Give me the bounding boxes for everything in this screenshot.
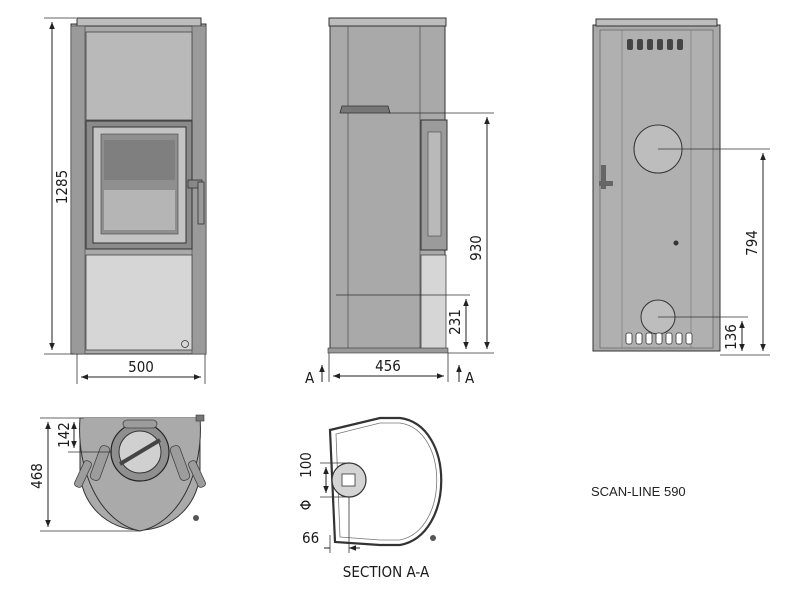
dim-side-lower-height: 231: [446, 309, 464, 335]
section-marker-left: A: [305, 369, 315, 387]
dim-side-door-height: 930: [467, 235, 485, 261]
dim-front-height: 1285: [53, 170, 71, 204]
diameter-symbol: Φ: [297, 500, 315, 511]
section-view: 100 Φ 66 SECTION A-A: [297, 416, 443, 581]
front-top-cap: [76, 17, 202, 27]
back-top-vents: [627, 39, 683, 50]
back-bottom-vents: [625, 332, 693, 345]
dim-section-diameter: 100: [297, 452, 315, 478]
back-view: 794 136: [592, 18, 770, 356]
dim-top-depth: 468: [28, 463, 46, 489]
front-lower-panel: [85, 254, 193, 351]
side-view: 930 231 456 A A: [305, 17, 494, 387]
model-name: SCAN-LINE 590: [591, 484, 686, 499]
top-view: 468 142: [28, 414, 206, 532]
side-handle: [339, 105, 391, 114]
dim-front-width: 500: [128, 358, 154, 376]
section-marker-right: A: [465, 369, 475, 387]
section-outline: [328, 416, 443, 547]
dim-top-offset: 142: [55, 422, 73, 448]
dim-side-depth: 456: [375, 357, 401, 375]
front-view: 1285 500: [44, 17, 207, 384]
dim-back-lower-outlet: 136: [722, 324, 740, 350]
front-upper-panel: [85, 31, 193, 121]
dim-section-offset: 66: [302, 529, 319, 547]
section-title: SECTION A-A: [343, 563, 430, 581]
dim-back-upper-outlet: 794: [743, 230, 761, 256]
